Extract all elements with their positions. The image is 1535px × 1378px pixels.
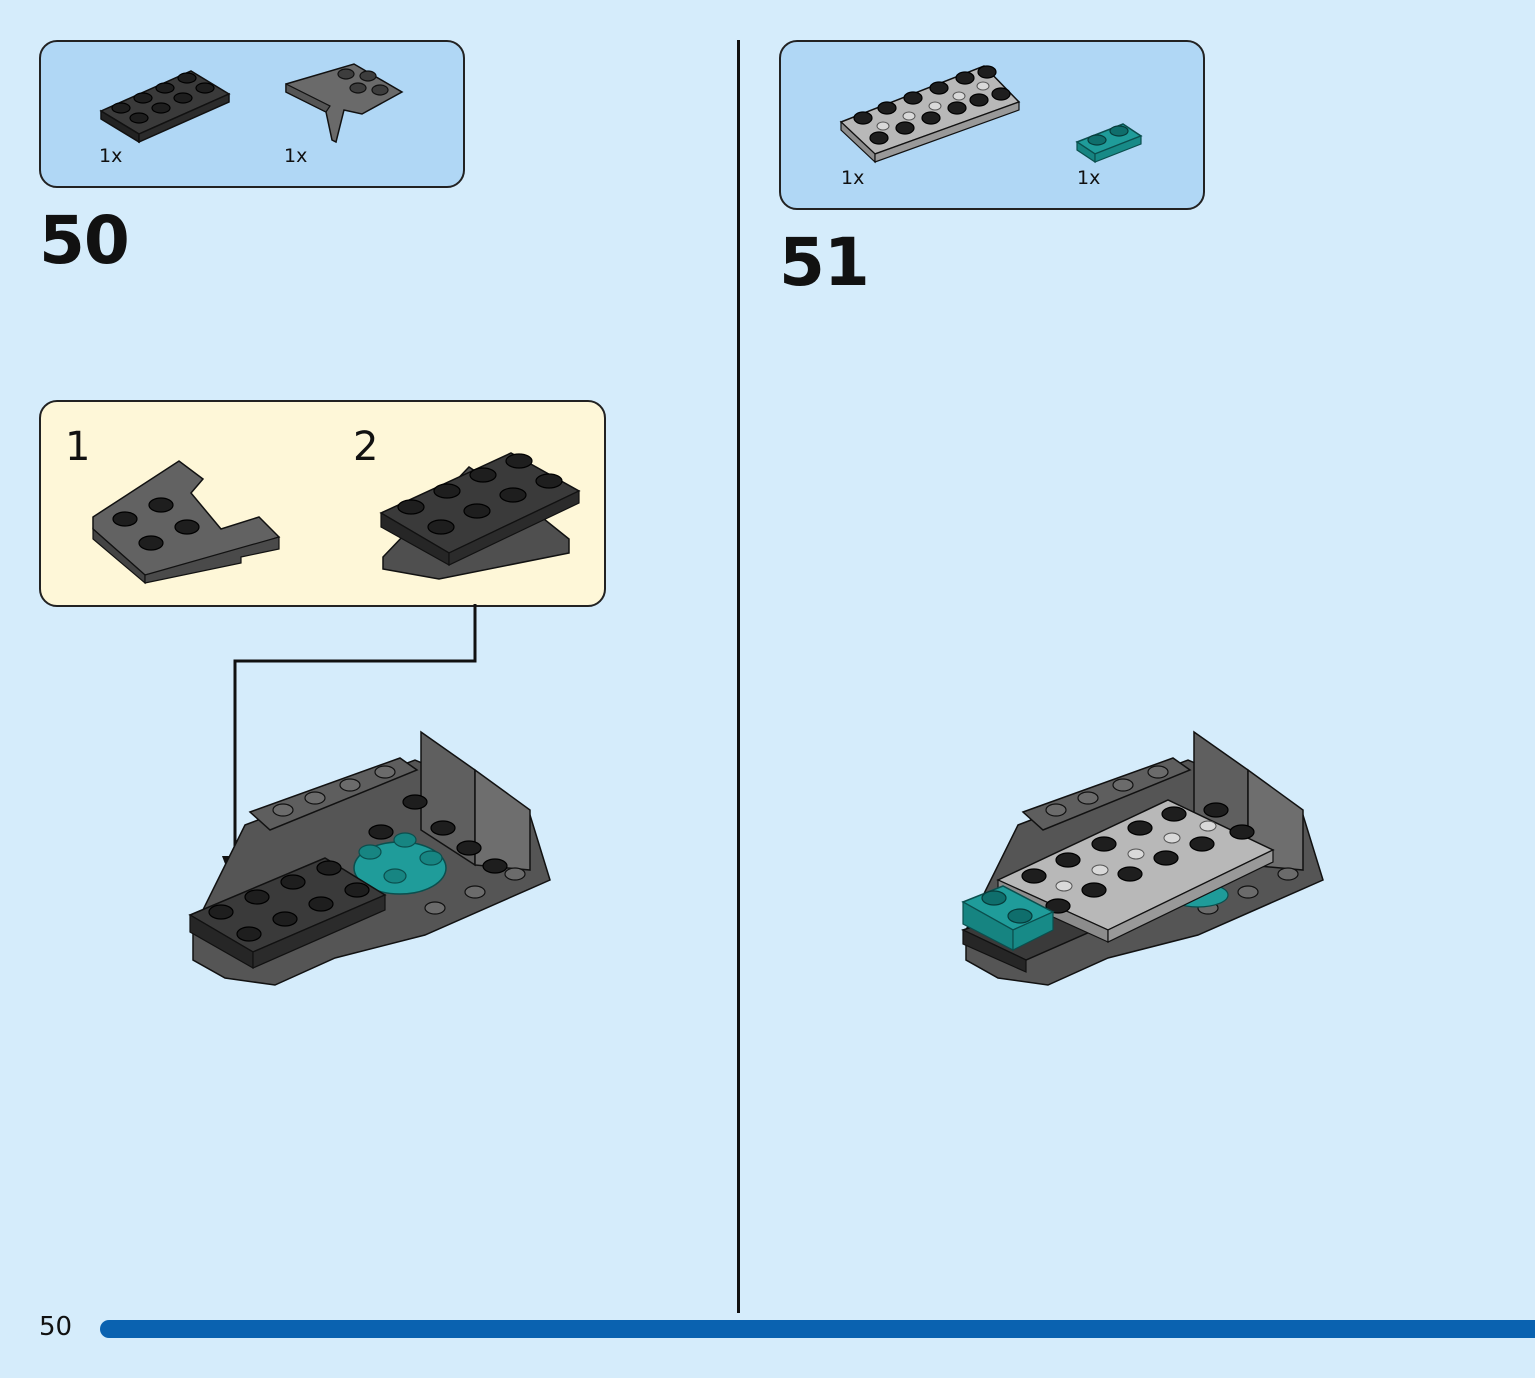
step-51-model-icon <box>961 730 1324 986</box>
wedge-plate-icon <box>92 460 281 585</box>
progress-bar <box>100 1320 1535 1338</box>
light-grey-technic-plate-icon <box>839 65 1021 164</box>
step-51-parts-box: 1x 1x <box>779 40 1205 210</box>
substep-2-number: 2 <box>353 424 379 470</box>
substep-1-number: 1 <box>65 424 91 470</box>
step-50-parts-box: 1x 1x <box>39 40 465 188</box>
step-50-model-icon <box>188 730 551 986</box>
teal-plate-1x2-icon <box>1075 123 1143 164</box>
column-divider <box>737 40 740 1313</box>
step-51-part-2-qty: 1x <box>1077 167 1101 189</box>
step-50-part-1-qty: 1x <box>99 145 123 167</box>
page-number: 50 <box>39 1312 73 1342</box>
plate-on-wedge-icon <box>379 452 581 580</box>
step-51-number: 51 <box>779 224 870 301</box>
dark-grey-wedge-plate-icon <box>285 63 404 144</box>
black-plate-2x4-icon <box>99 70 231 144</box>
step-50-part-2-qty: 1x <box>284 145 308 167</box>
step-50-number: 50 <box>39 202 130 279</box>
step-50-substep-box: 1 2 <box>39 400 606 607</box>
step-51-part-1-qty: 1x <box>841 167 865 189</box>
